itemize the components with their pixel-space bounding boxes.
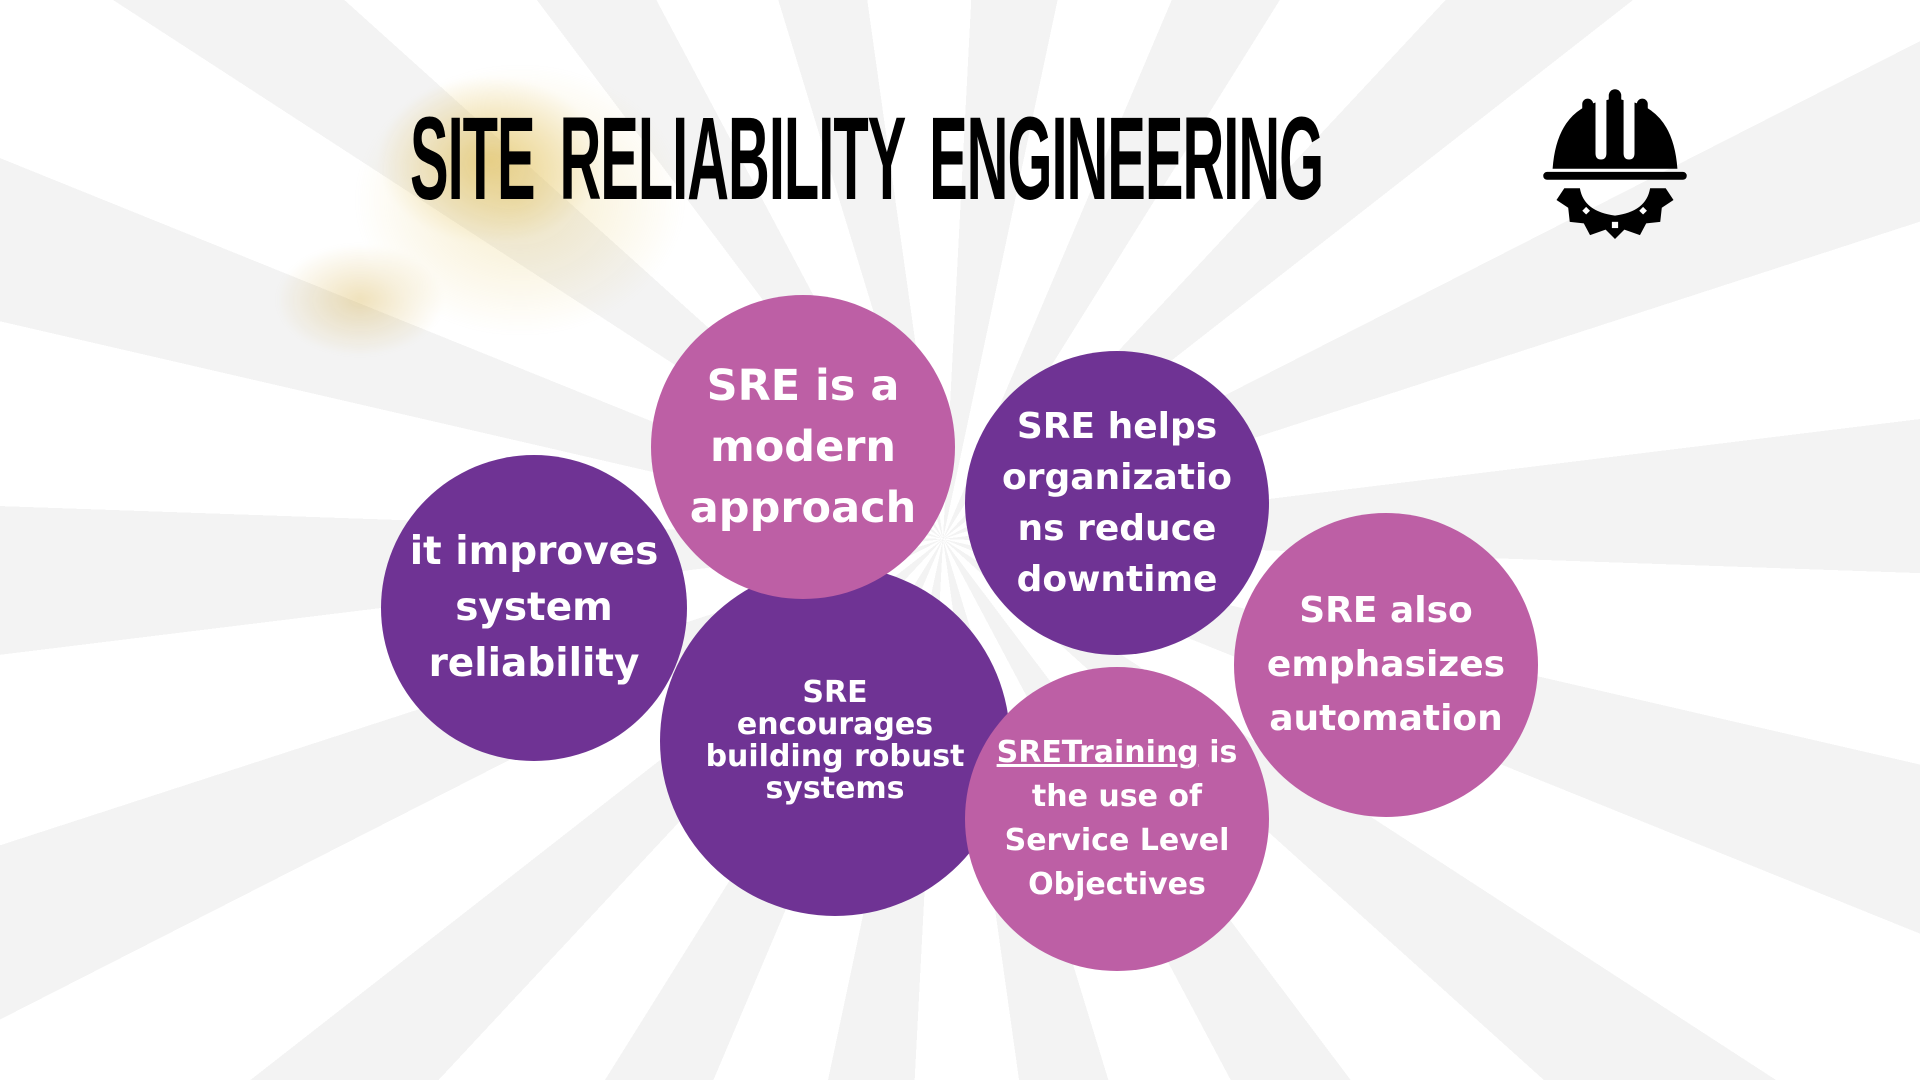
circle-text: system	[455, 585, 613, 630]
circle-text: it improves	[409, 529, 659, 574]
circle-text: organizatio	[1001, 457, 1233, 498]
circle-text: automation	[1269, 698, 1503, 739]
circle-text: Objectives	[1028, 867, 1206, 902]
circle-text: SRETraining is	[997, 731, 1238, 775]
circle-text: approach	[689, 482, 917, 533]
circle-text: the use of	[1031, 779, 1203, 814]
circle-text: encourages	[736, 707, 934, 742]
circle-text: modern	[709, 421, 897, 472]
circle-text: systems	[765, 771, 905, 806]
circle-reliability: it improves system reliability	[381, 455, 687, 761]
title-text: SITE RELIABILITY ENGINEERING	[410, 93, 1324, 225]
circle-automation: SRE also emphasizes automation	[1234, 513, 1538, 817]
circle-modern: SRE is a modern approach	[651, 295, 955, 599]
circle-text: is	[1198, 735, 1238, 770]
circle-text: SRE is a	[706, 360, 900, 411]
circle-downtime: SRE helps organizatio ns reduce downtime	[965, 351, 1269, 655]
sretraining-link[interactable]: SRETraining	[996, 735, 1199, 770]
circle-text: Service Level	[1004, 823, 1230, 858]
page-title: SITE RELIABILITY ENGINEERING	[410, 93, 1518, 225]
circle-text: reliability	[428, 641, 640, 686]
circle-robust: SRE encourages building robust systems	[660, 566, 1010, 916]
circle-text: SRE also	[1299, 590, 1473, 631]
circle-text: SRE	[802, 675, 868, 710]
circle-text: downtime	[1016, 559, 1218, 600]
hard-hat-gear-icon	[1543, 89, 1687, 239]
circle-text: emphasizes	[1266, 644, 1506, 685]
circle-text: SRE helps	[1016, 406, 1218, 447]
circle-slo: SRETraining is the use of Service Level …	[965, 667, 1269, 971]
circle-text: ns reduce	[1017, 508, 1217, 549]
circle-text: building robust	[705, 739, 965, 774]
